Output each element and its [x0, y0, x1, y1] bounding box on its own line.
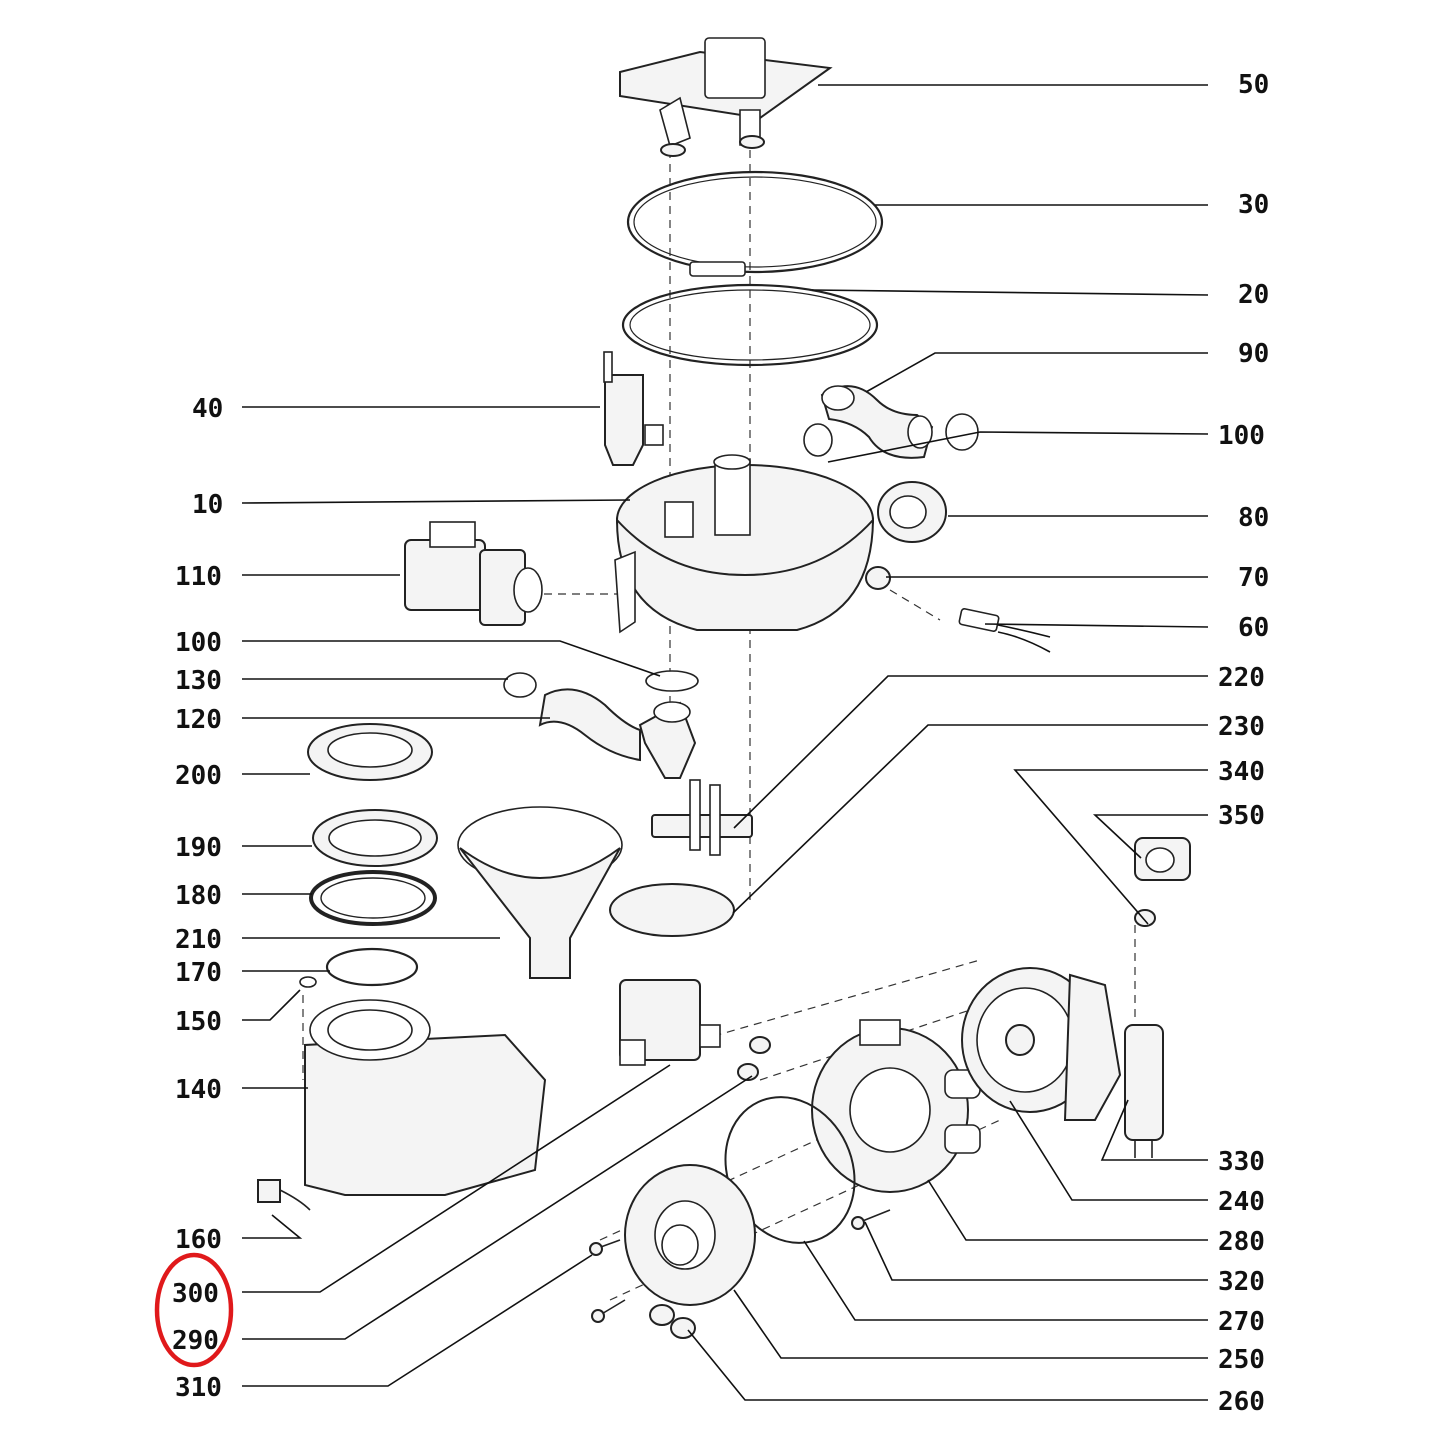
- part-330-capacitor: [1124, 1024, 1164, 1158]
- leader-lines-right: [687, 84, 1209, 1401]
- part-320-screw: [851, 1209, 891, 1230]
- part-230-disc: [609, 883, 735, 937]
- part-240-circulation-motor: [961, 967, 1122, 1121]
- label-180: 180: [175, 881, 222, 911]
- label-110: 110: [175, 562, 222, 592]
- label-50: 50: [1238, 70, 1269, 100]
- label-100-lower: 100: [175, 628, 222, 658]
- part-300-heater-block: [619, 979, 721, 1066]
- label-220: 220: [1218, 663, 1265, 693]
- part-30-clamp-ring: [626, 170, 884, 277]
- label-270: 270: [1218, 1307, 1265, 1337]
- label-140: 140: [175, 1075, 222, 1105]
- labels-right: 50 30 20 90 100 80 70 60 220 230 340 350…: [1218, 70, 1269, 1417]
- label-290: 290: [172, 1326, 219, 1356]
- highlight-oval: [154, 1252, 234, 1368]
- part-120-hose: [538, 688, 697, 779]
- label-100-upper: 100: [1218, 421, 1265, 451]
- label-60: 60: [1238, 613, 1269, 643]
- label-160: 160: [175, 1225, 222, 1255]
- part-130-clip: [503, 672, 537, 698]
- label-10: 10: [192, 490, 223, 520]
- label-130: 130: [175, 666, 222, 696]
- part-280-pump-housing: [811, 1019, 981, 1193]
- part-150-washer: [299, 976, 317, 988]
- label-190: 190: [175, 833, 222, 863]
- label-150: 150: [175, 1007, 222, 1037]
- labels-left: 40 10 110 100 130 120 200 190 180 210 17…: [172, 394, 223, 1403]
- label-330: 330: [1218, 1147, 1265, 1177]
- part-170-o-ring: [325, 947, 419, 987]
- part-60-sensor: [958, 607, 1051, 653]
- leader-lines-left: [241, 406, 753, 1387]
- part-290-fittings: [737, 1036, 771, 1081]
- part-350-connector: [1134, 837, 1191, 881]
- label-240: 240: [1218, 1187, 1265, 1217]
- label-210: 210: [175, 925, 222, 955]
- label-40: 40: [192, 394, 223, 424]
- label-70: 70: [1238, 563, 1269, 593]
- label-120: 120: [175, 705, 222, 735]
- part-200-cap: [307, 723, 433, 781]
- part-110-drain-pump: [404, 521, 543, 626]
- label-230: 230: [1218, 712, 1265, 742]
- label-300: 300: [172, 1279, 219, 1309]
- label-280: 280: [1218, 1227, 1265, 1257]
- part-210-funnel: [457, 806, 623, 979]
- label-320: 320: [1218, 1267, 1265, 1297]
- part-80-connector: [877, 481, 947, 543]
- label-90: 90: [1238, 339, 1269, 369]
- label-310: 310: [175, 1373, 222, 1403]
- label-250: 250: [1218, 1345, 1265, 1375]
- part-310-screws: [589, 1239, 626, 1323]
- part-160-clip: [257, 1179, 311, 1211]
- part-90-elbow: [820, 385, 934, 459]
- part-140-housing: [304, 999, 547, 1196]
- label-260: 260: [1218, 1387, 1265, 1417]
- label-20: 20: [1238, 280, 1269, 310]
- part-190-ring: [312, 809, 438, 867]
- part-260-caps: [649, 1304, 696, 1339]
- part-70-nut: [865, 566, 891, 590]
- part-100-hose-clips: [803, 413, 979, 457]
- part-50-cover: [619, 37, 833, 157]
- part-10-sump: [614, 454, 875, 634]
- label-170: 170: [175, 958, 222, 988]
- part-250-pump-cover: [624, 1164, 756, 1306]
- label-80: 80: [1238, 503, 1269, 533]
- label-340: 340: [1218, 757, 1265, 787]
- part-220-bracket: [651, 779, 753, 856]
- label-30: 30: [1238, 190, 1269, 220]
- label-350: 350: [1218, 801, 1265, 831]
- part-20-seal-ring: [621, 283, 879, 367]
- part-180-gasket: [309, 870, 437, 926]
- label-200: 200: [175, 761, 222, 791]
- part-40-valve: [603, 351, 664, 466]
